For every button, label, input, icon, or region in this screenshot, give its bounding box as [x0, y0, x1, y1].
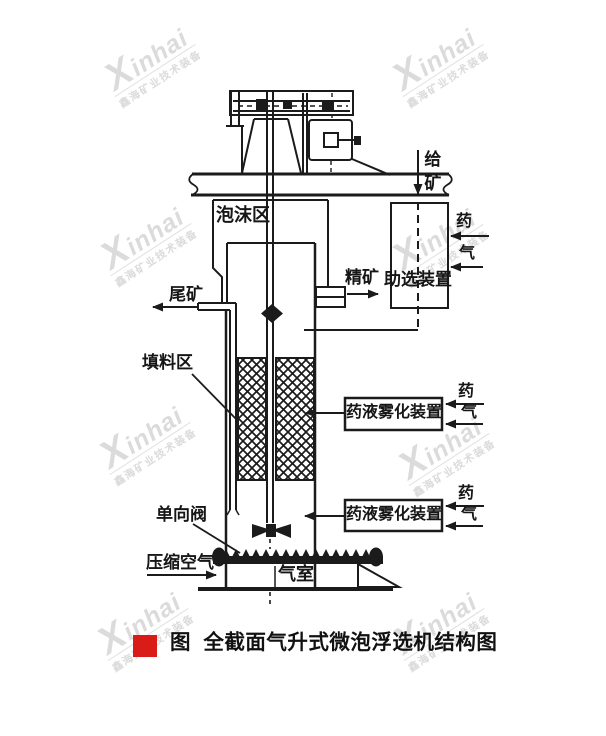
check-valve-teeth	[222, 549, 370, 557]
packing-bed-left	[237, 357, 267, 481]
atomizer2-label: 药液雾化装置	[346, 506, 443, 523]
check-valve-band	[213, 556, 383, 564]
concentrate-label: 精矿	[345, 268, 379, 287]
caption-bullet	[133, 635, 157, 657]
feed-label: 给矿	[421, 150, 441, 198]
aux-device-box	[390, 202, 449, 309]
packing-leader	[191, 373, 239, 422]
bolt	[283, 101, 292, 109]
atomizer1-reagent-label: 药	[458, 383, 475, 400]
atomizer1-label: 药液雾化装置	[346, 404, 443, 421]
foam-zone-label: 泡沫区	[216, 205, 270, 225]
tailings-label: 尾矿	[169, 285, 203, 304]
brace	[351, 158, 391, 176]
figure-caption: 图 全截面气升式微泡浮选机结构图	[170, 631, 498, 654]
check-valve-leader	[192, 523, 241, 554]
check-valve-label: 单向阀	[156, 505, 207, 524]
aux-gas-label: 气	[459, 245, 476, 262]
atomizer1-gas-label: 气	[461, 404, 478, 421]
atomizer2-gas-label: 气	[461, 506, 478, 523]
packing-zone-label: 填料区	[142, 353, 193, 372]
pipe-valve	[261, 304, 283, 323]
atomizer-blade	[252, 524, 271, 538]
left-bracket	[226, 91, 244, 174]
compressed-air-label: 压缩空气	[146, 553, 214, 572]
tailings-pipe	[197, 302, 236, 311]
aux-reagent-label: 药	[456, 213, 473, 230]
atomizer-blade	[272, 524, 291, 538]
air-chamber-label: 气室	[278, 564, 314, 584]
aux-device-label: 助选装置	[384, 270, 452, 289]
bolt	[322, 101, 334, 110]
packing-bed-right	[275, 357, 315, 481]
drive-cone	[241, 118, 302, 174]
atomizer2-reagent-label: 药	[458, 485, 475, 502]
support-bracket	[357, 562, 403, 588]
bolt	[256, 99, 267, 110]
